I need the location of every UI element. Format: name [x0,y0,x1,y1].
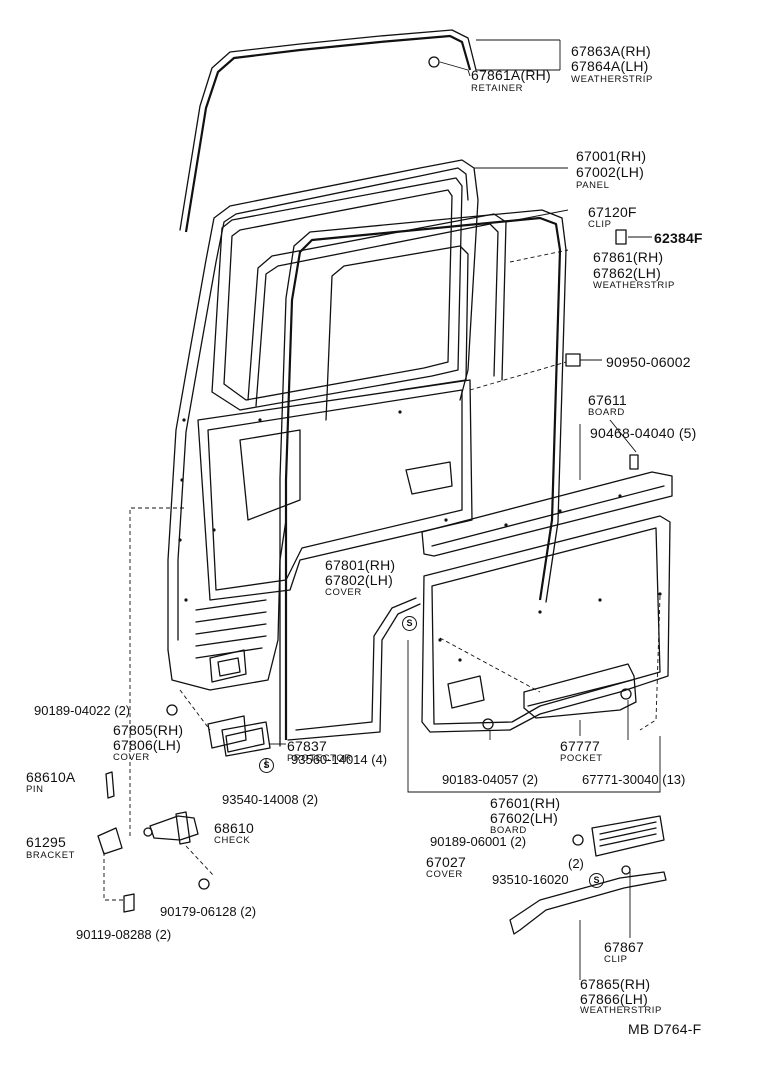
label-90189-04022: 90189-04022 (2) [34,703,131,718]
label-67864a: 67864A(LH) [571,58,649,74]
door-panel-drawing [167,159,568,691]
label-93540: 93540-14008 (2) [222,792,319,807]
label-90119: 90119-08288 (2) [76,927,172,942]
label-clip-67867: CLIP [604,954,628,965]
label-67863a: 67863A(RH) [571,43,651,59]
label-67805: 67805(RH) [113,722,184,738]
label-cover-67027: COVER [426,869,463,880]
label-cover-67805: COVER [113,752,150,763]
label-67867: 67867 [604,939,644,955]
label-67861a: 67861A(RH) [471,67,551,83]
label-67865: 67865(RH) [580,976,651,992]
label-90189-06001: 90189-06001 (2) [430,834,527,849]
label-67611: 67611 [588,392,627,408]
label-67602: 67602(LH) [490,810,558,826]
label-board-67601: BOARD [490,825,527,836]
label-68610: 68610 [214,820,254,836]
label-90183: 90183-04057 (2) [442,772,539,787]
label-67806: 67806(LH) [113,737,181,753]
label-weatherstrip-67861: WEATHERSTRIP [593,280,675,291]
label-93560: 93560-14014 (4) [291,752,388,767]
label-67601: 67601(RH) [490,795,561,811]
label-67777: 67777 [560,738,600,754]
label-board-67611: BOARD [588,407,625,418]
label-pocket: POCKET [560,753,603,764]
label-pin: PIN [26,784,44,795]
label-90179: 90179-06128 (2) [160,904,257,919]
label-clip-67120f: CLIP [588,219,612,230]
label-check: CHECK [214,835,251,846]
label-67027: 67027 [426,854,466,870]
label-90950: 90950-06002 [606,354,691,370]
board-67601-drawing [407,515,671,793]
lower-cover-drawing [509,815,667,980]
label-retainer: RETAINER [471,83,524,94]
hinge-parts-drawing [97,507,286,913]
s-mark-3: S [589,873,604,888]
label-panel: PANEL [576,180,610,191]
label-67801: 67801(RH) [325,557,396,573]
label-68610a: 68610A [26,769,76,785]
label-67771: 67771-30040 (13) [582,772,686,787]
label-bracket: BRACKET [26,850,76,861]
label-weatherstrip-top: WEATHERSTRIP [571,74,653,85]
label-67866: 67866(LH) [580,991,648,1007]
board-67611-drawing [421,419,673,557]
label-67120f: 67120F [588,204,637,220]
label-67837: 67837 [287,738,327,754]
label-cover-67801: COVER [325,587,362,598]
label-67001: 67001(RH) [576,148,647,164]
label-93510: 93510-16020 [492,872,569,887]
door-weatherstrip-drawing [247,209,652,747]
label-qty-2: (2) [568,856,584,871]
label-67002: 67002(LH) [576,164,644,180]
label-weatherstrip-67865: WEATHERSTRIP [580,1005,662,1016]
label-67802: 67802(LH) [325,572,393,588]
top-weatherstrip-drawing [179,29,561,233]
diagram-code: MB D764-F [628,1021,702,1037]
label-62384f: 62384F [654,230,703,246]
label-protector: PROTECTOR [287,753,352,764]
label-90468: 90468-04040 (5) [590,425,697,441]
label-67861: 67861(RH) [593,249,664,265]
label-61295: 61295 [26,834,66,850]
s-mark-1: S [402,616,417,631]
label-67862: 67862(LH) [593,265,661,281]
s-mark-2: S [259,758,274,773]
